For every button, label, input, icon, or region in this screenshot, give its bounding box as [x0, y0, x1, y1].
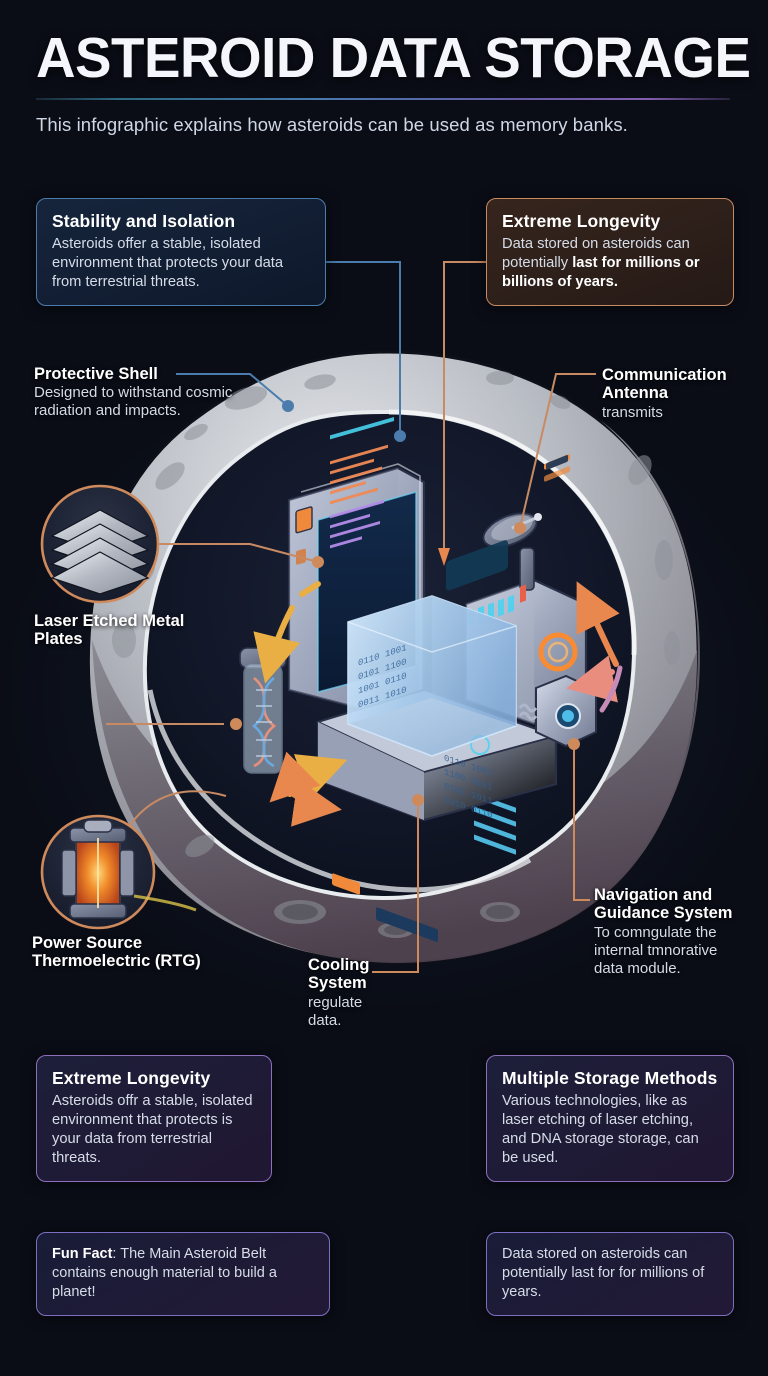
card-body: Asteroids offer a stable, isolated envir…: [52, 236, 284, 291]
card-body: Data stored on asteroids can potentially…: [502, 235, 718, 292]
card-title: Extreme Longevity: [502, 211, 661, 231]
asteroid-cavity: [142, 409, 637, 901]
base-console: [315, 540, 560, 942]
annotation-title: Protective Shell: [34, 365, 158, 383]
annotation-navigation-guidance: Navigation and Guidance System To comngu…: [594, 886, 750, 978]
card-stability-and-isolation: Stability and Isolation Asteroids offer …: [36, 198, 326, 307]
annotation-power-source: Power Source Thermoelectric (RTG): [32, 934, 212, 971]
svg-text:0011 1010: 0011 1010: [358, 684, 407, 710]
card-body-plain: Data stored on asteroids can potentially: [502, 236, 690, 272]
page-title: ASTEROID DATA STORAGE: [36, 26, 751, 90]
card-extreme-longevity-bottom: Extreme Longevity Asteroids offr a stabl…: [36, 1055, 272, 1183]
card-multiple-storage-methods: Multiple Storage Methods Various technol…: [486, 1055, 734, 1183]
annotation-title: Cooling System: [308, 956, 370, 993]
annotation-communication-antenna: Communication Antenna transmits: [602, 366, 752, 422]
inset-rtg: [40, 814, 197, 930]
card-fun-fact: Fun Fact: The Main Asteroid Belt contain…: [36, 1232, 330, 1317]
annotation-laser-etched-plates: Laser Etched Metal Plates: [34, 612, 204, 649]
card-body: Data stored on asteroids can potentially…: [502, 1246, 705, 1301]
card-title: Extreme Longevity: [52, 1068, 211, 1088]
annotation-body: transmits: [602, 403, 663, 421]
card-body: Various technologies, like as laser etch…: [502, 1093, 699, 1167]
equipment-cluster: 0110 1001 0101 1100 1001 0110 0011 1010 …: [239, 417, 597, 942]
asteroid-body: [86, 350, 700, 965]
dna-vial: [239, 647, 287, 774]
flow-arrows: [253, 581, 623, 827]
annotation-body: regulate data.: [308, 993, 363, 1029]
card-title: Stability and Isolation: [52, 211, 236, 231]
annotation-cooling-system: Cooling System regulate data.: [308, 956, 394, 1030]
annotation-title: Communication Antenna: [602, 366, 727, 403]
card-body: Fun Fact: The Main Asteroid Belt contain…: [52, 1245, 314, 1302]
svg-text:0101 1100: 0101 1100: [358, 656, 407, 682]
svg-text:0101 1011: 0101 1011: [444, 780, 493, 807]
svg-text:1001 0110: 1001 0110: [358, 670, 407, 696]
annotation-protective-shell: Protective Shell Designed to withstand c…: [34, 365, 234, 420]
sensor-module: [518, 455, 597, 748]
fun-fact-label: Fun Fact: [52, 1246, 113, 1262]
card-body: Asteroids offr a stable, isolated enviro…: [52, 1093, 253, 1167]
card-title: Multiple Storage Methods: [502, 1068, 718, 1088]
card-data-longevity-note: Data stored on asteroids can potentially…: [486, 1232, 734, 1317]
svg-text:1010 0110: 1010 0110: [444, 794, 493, 820]
crystal-data-cube: 0110 1001 0101 1100 1001 0110 0011 1010 …: [347, 595, 517, 821]
header: ASTEROID DATA STORAGE This infographic e…: [0, 0, 768, 136]
title-divider: [36, 98, 730, 100]
page-subtitle: This infographic explains how asteroids …: [36, 114, 628, 135]
svg-text:0110 1001: 0110 1001: [358, 642, 407, 669]
annotation-title: Laser Etched Metal Plates: [34, 612, 185, 649]
annotation-body: Designed to withstand cosmic radiation a…: [34, 384, 233, 420]
asteroid-craters: [112, 371, 680, 938]
card-body-emphasis: last for millions or billions of years.: [502, 255, 700, 291]
svg-text:1100 0101: 1100 0101: [444, 766, 493, 793]
card-extreme-longevity-top: Extreme Longevity Data stored on asteroi…: [486, 198, 734, 307]
svg-text:0110 1001: 0110 1001: [444, 752, 493, 779]
fun-fact-text: : The Main Asteroid Belt contains enough…: [52, 1246, 277, 1301]
inset-metal-plates: [40, 484, 160, 604]
annotation-body: To comngulate the internal tmnorative da…: [594, 923, 718, 977]
annotation-title: Navigation and Guidance System: [594, 886, 733, 923]
server-rack: [287, 417, 426, 720]
relay-module: [464, 454, 588, 855]
annotation-title: Power Source Thermoelectric (RTG): [32, 934, 201, 971]
